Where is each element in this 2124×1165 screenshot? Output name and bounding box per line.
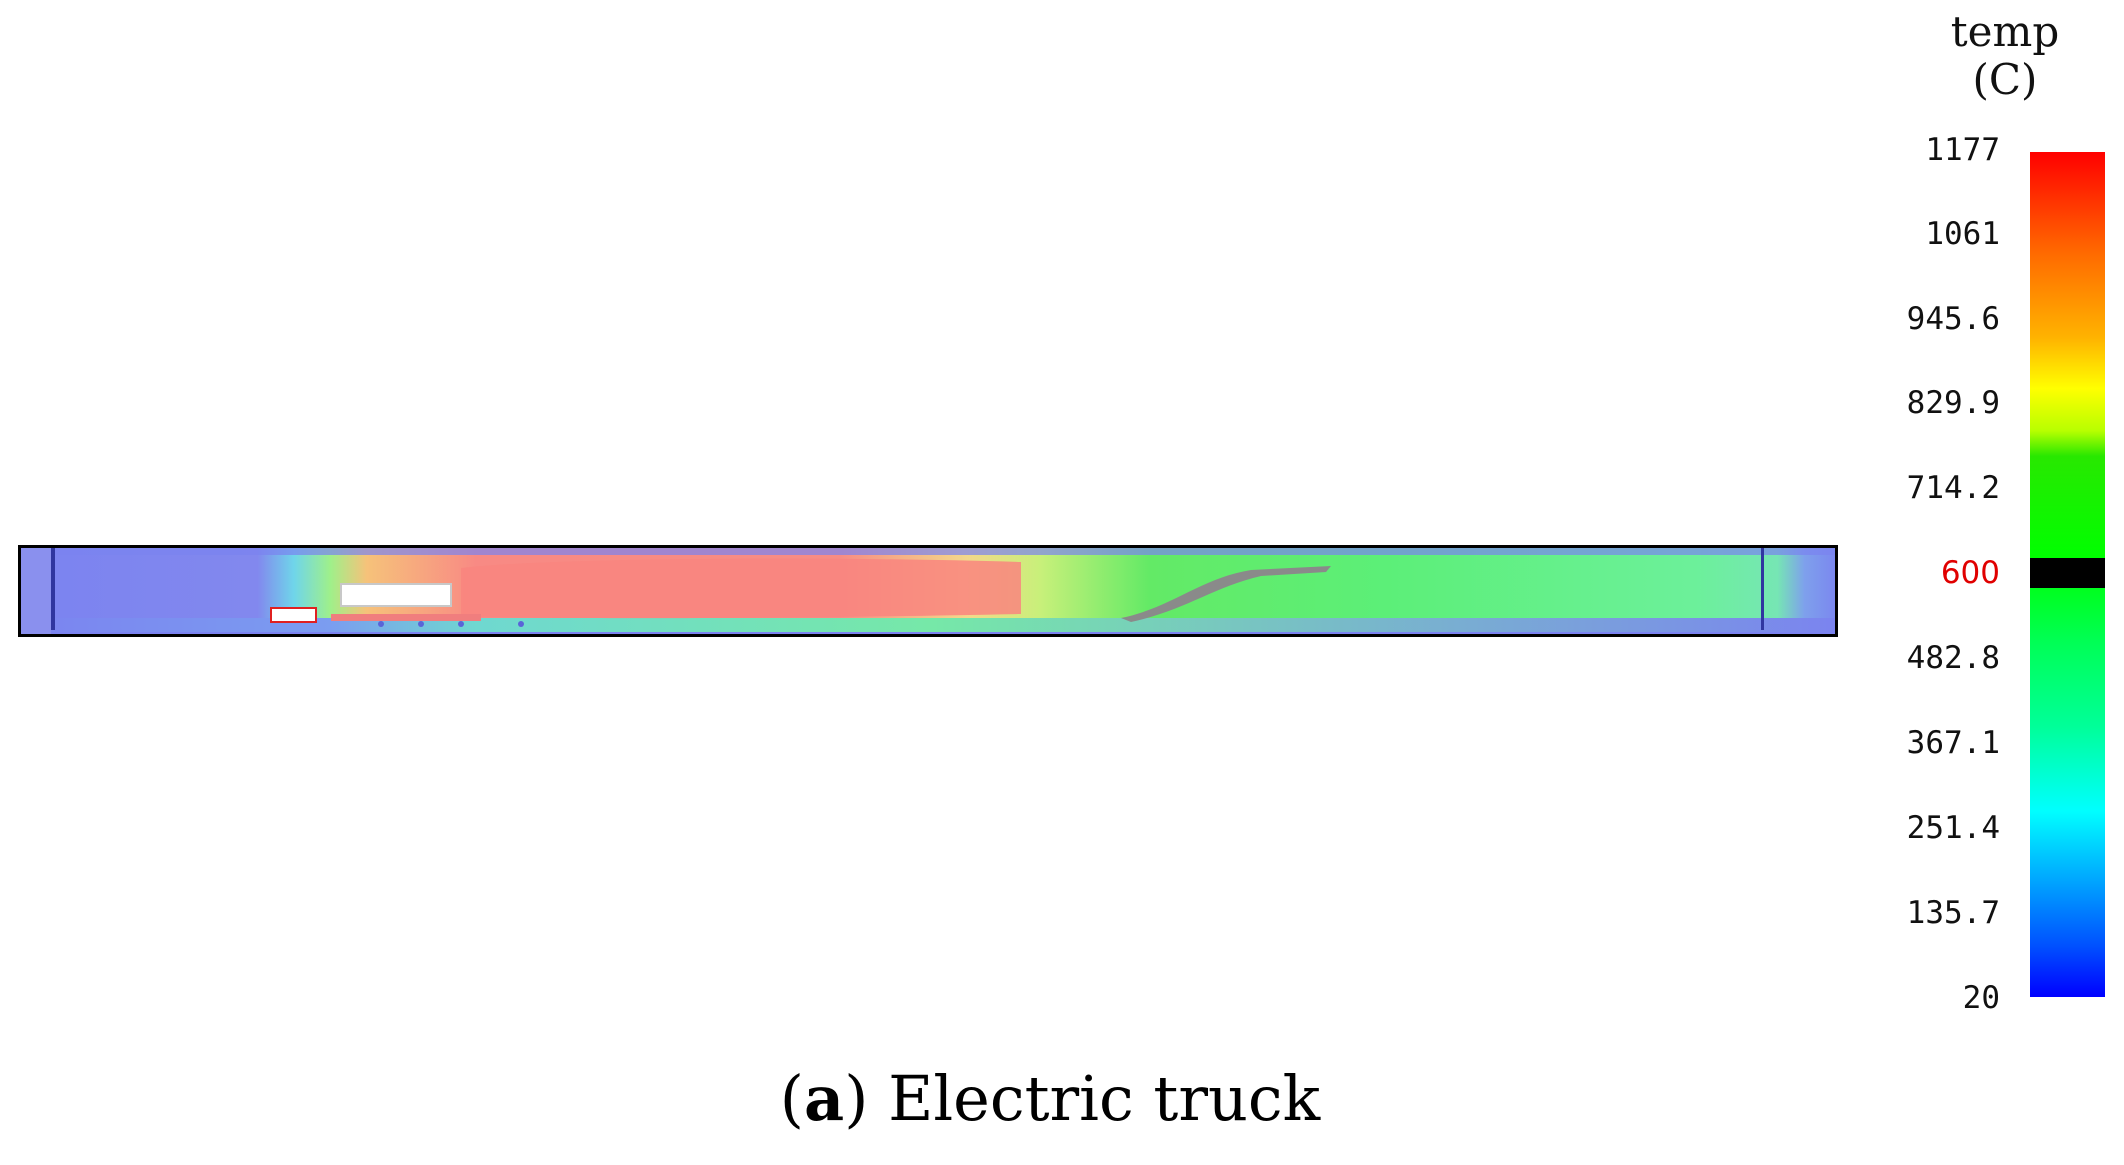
colorbar-threshold-mark: [2030, 558, 2105, 588]
caption-text: Electric truck: [868, 1062, 1321, 1135]
tick-label-threshold: 600: [1940, 555, 2000, 591]
tick-label: 20: [1962, 980, 2000, 1016]
tick-label: 251.4: [1906, 810, 2000, 846]
tick-label: 829.9: [1906, 385, 2000, 421]
tick-label: 1177: [1925, 132, 2000, 168]
legend-title: temp (C): [1920, 8, 2090, 104]
figure-caption: (a) Electric truck: [0, 1062, 2100, 1135]
legend-title-line1: temp: [1950, 7, 2060, 56]
caption-open: (: [779, 1062, 804, 1135]
caption-close: ): [844, 1062, 869, 1135]
tick-label: 714.2: [1906, 470, 2000, 506]
legend-title-line2: (C): [1972, 55, 2038, 104]
tick-label: 482.8: [1906, 640, 2000, 676]
tick-label: 367.1: [1906, 725, 2000, 761]
temperature-field: [21, 548, 1835, 634]
tick-label: 945.6: [1906, 301, 2000, 337]
tick-label: 135.7: [1906, 895, 2000, 931]
tunnel-section: [18, 545, 1838, 637]
caption-letter: a: [804, 1062, 845, 1135]
tick-label: 1061: [1925, 216, 2000, 252]
